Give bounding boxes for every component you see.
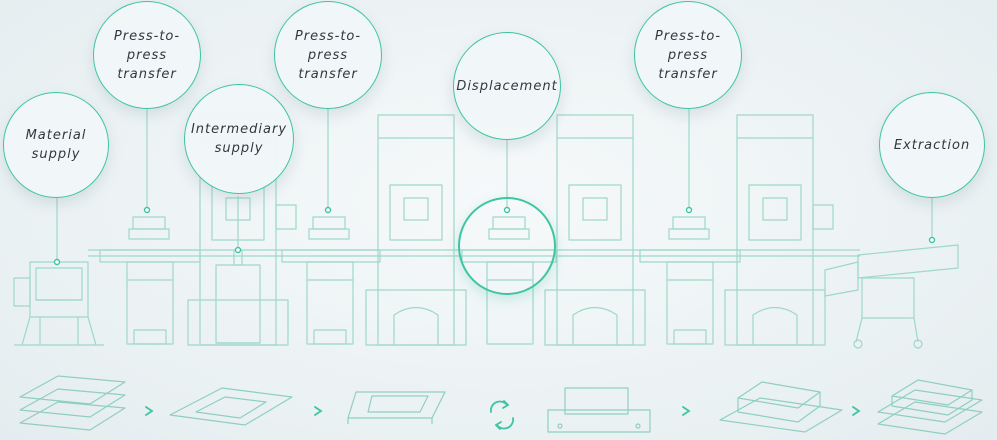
- intermediary-supply-stand: [215, 249, 261, 344]
- step-stamped-frame-icon: [169, 387, 293, 426]
- bubble-material-supply: Material supply: [3, 92, 109, 198]
- transfer-unit-4: [639, 216, 741, 345]
- step-formed-block-icon: [719, 381, 843, 433]
- label-intermediary-supply: Intermediary supply: [190, 122, 288, 156]
- press-3: [544, 114, 646, 346]
- label-extraction: Extraction: [893, 137, 971, 153]
- bubble-displacement: Displacement: [453, 32, 561, 140]
- bubble-transfer-1: Press-to-press transfer: [93, 1, 201, 109]
- bubble-transfer-3: Press-to-press transfer: [634, 1, 742, 109]
- callout-dot-transfer-3: [685, 206, 693, 214]
- bubble-intermediary-supply: Intermediary supply: [184, 84, 294, 194]
- transfer-unit-1: [99, 216, 201, 345]
- label-transfer-1: Press-to-press transfer: [113, 28, 181, 82]
- label-material-supply: Material supply: [25, 128, 87, 162]
- material-supply-stand: [13, 261, 104, 346]
- extraction-conveyor: [824, 244, 959, 349]
- step-arrow-icon: [145, 406, 154, 416]
- step-deep-frame-icon: [347, 391, 446, 424]
- step-stacked-blocks-icon: [877, 379, 983, 435]
- step-arrow-icon: [682, 406, 691, 416]
- bubble-extraction: Extraction: [879, 92, 985, 198]
- callout-dot-intermediary-supply: [234, 246, 242, 254]
- bubble-transfer-2: Press-to-press transfer: [274, 1, 382, 109]
- callout-dot-transfer-1: [143, 206, 151, 214]
- cycle-icon: [490, 400, 514, 430]
- step-arrow-icon: [852, 406, 861, 416]
- step-arrow-icon: [314, 406, 323, 416]
- displacement-highlight-ring: [458, 197, 556, 295]
- label-transfer-2: Press-to-press transfer: [294, 28, 362, 82]
- press-4: [724, 114, 834, 346]
- callout-dot-transfer-2: [324, 206, 332, 214]
- step-stacked-sheets-icon: [19, 375, 126, 431]
- step-repositioned-tray-icon: [547, 387, 651, 433]
- label-displacement: Displacement: [456, 78, 558, 94]
- label-transfer-3: Press-to-press transfer: [654, 28, 722, 82]
- press-2: [365, 114, 467, 346]
- transfer-unit-2: [281, 216, 381, 345]
- callout-dot-material-supply: [53, 258, 61, 266]
- callout-dot-extraction: [928, 236, 936, 244]
